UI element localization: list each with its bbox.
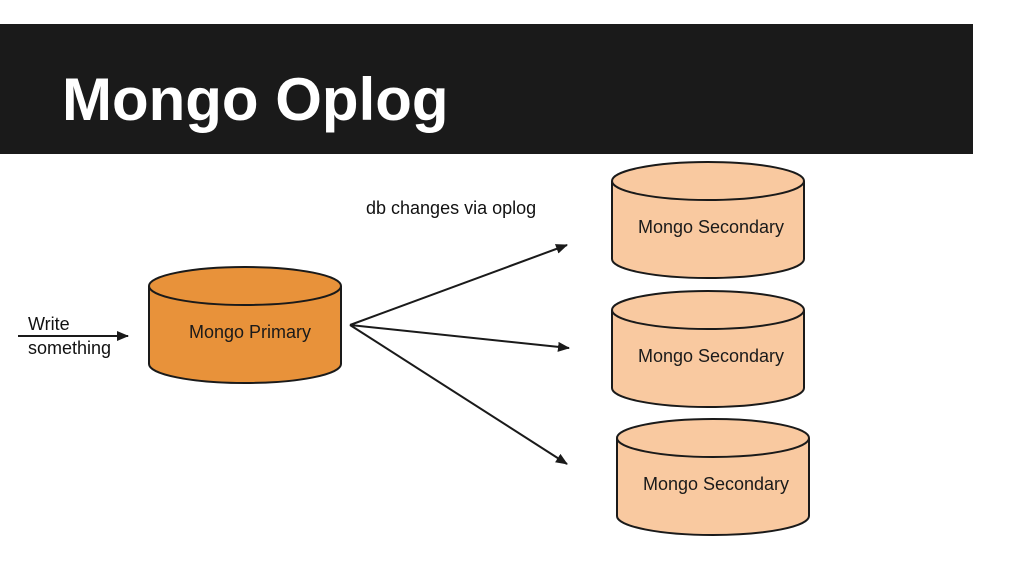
write-label-line2: something: [28, 338, 112, 358]
mongo-secondary-node-2: Mongo Secondary: [611, 290, 805, 408]
slide-title: Mongo Oplog: [62, 66, 449, 133]
mongo-primary-label: Mongo Primary: [189, 322, 311, 342]
title-bar: [0, 24, 973, 154]
replication-arrow-3: [349, 324, 568, 465]
write-label-line1: Write: [28, 314, 70, 334]
replication-arrow-1: [349, 244, 568, 326]
mongo-primary-node: Mongo Primary: [148, 266, 342, 384]
mongo-secondary-node-3: Mongo Secondary: [616, 418, 810, 536]
replication-label: db changes via oplog: [366, 198, 537, 218]
mongo-secondary-label-3: Mongo Secondary: [643, 474, 789, 494]
mongo-secondary-label-1: Mongo Secondary: [638, 217, 784, 237]
replication-arrow-2: [349, 324, 570, 352]
mongo-secondary-label-2: Mongo Secondary: [638, 346, 784, 366]
mongo-secondary-node-1: Mongo Secondary: [611, 161, 805, 279]
